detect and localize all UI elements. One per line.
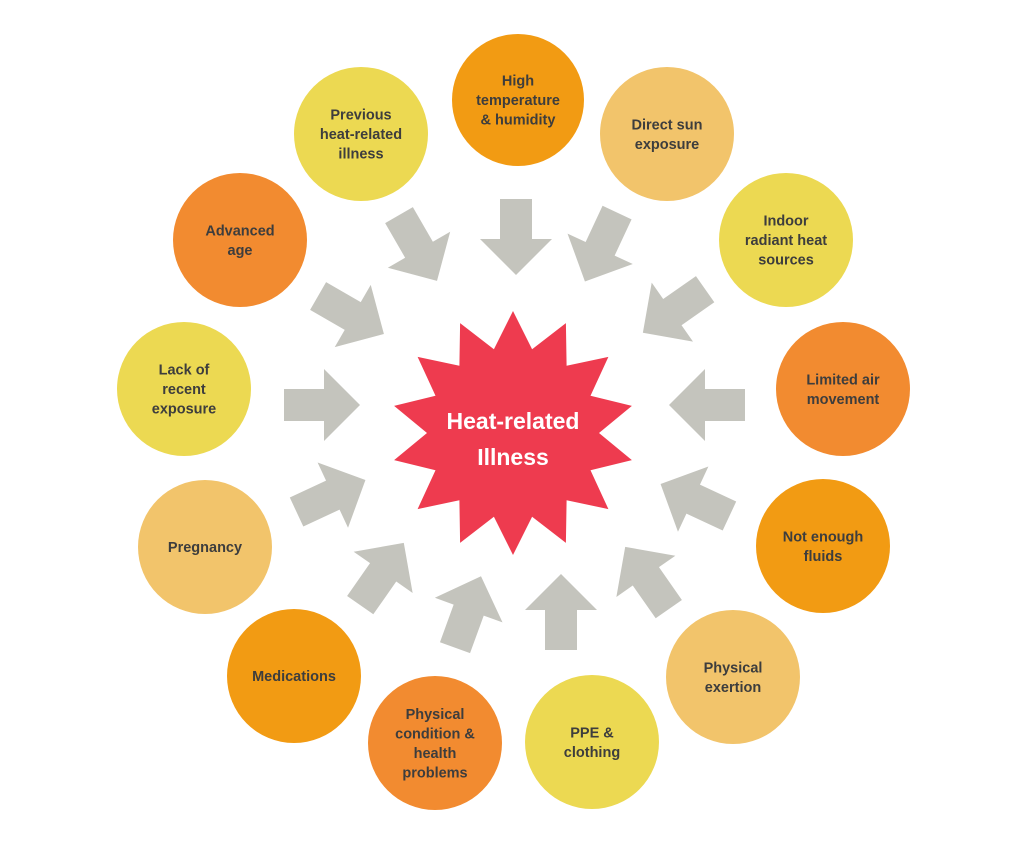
factor-pregnancy: Pregnancy — [138, 480, 272, 614]
factor-label-line: fluids — [804, 549, 843, 565]
factor-label-line: Previous — [330, 108, 391, 124]
factor-label-line: exposure — [152, 402, 216, 418]
factor-indoor-radiant-heat-sources: Indoor radiant heat sources — [719, 173, 853, 307]
factor-label-line: High — [502, 74, 534, 90]
factor-label: Physical exertion — [704, 660, 763, 696]
factor-limited-air-movement: Limited air movement — [776, 322, 910, 456]
factor-label: Pregnancy — [168, 540, 242, 556]
factor-label: Medications — [252, 669, 336, 685]
factor-label: High temperature & humidity — [476, 74, 560, 129]
factor-label-line: movement — [807, 392, 880, 408]
factor-label-line: radiant heat — [745, 233, 827, 249]
arrow-to-center-4 — [669, 369, 745, 441]
factors-layer: High temperature & humidity Direct sun expos… — [117, 34, 910, 810]
factor-label-line: Direct sun — [632, 117, 703, 133]
factor-label-line: heat-related — [320, 127, 402, 143]
factor-label-line: temperature — [476, 93, 560, 109]
factor-label: Direct sun exposure — [632, 117, 703, 153]
factor-ppe-clothing: PPE & clothing — [525, 675, 659, 809]
factor-circle — [173, 173, 307, 307]
arrow-to-center-9 — [347, 542, 413, 615]
factor-label-line: age — [228, 243, 253, 259]
factor-circle — [756, 479, 890, 613]
arrow-to-center-12 — [310, 282, 384, 348]
factor-circle — [294, 67, 428, 201]
factor-advanced-age: Advanced age — [173, 173, 307, 307]
factor-direct-sun-exposure: Direct sun exposure — [600, 67, 734, 201]
factor-label: Not enough fluids — [783, 529, 864, 565]
factor-not-enough-fluids: Not enough fluids — [756, 479, 890, 613]
factor-circle — [666, 610, 800, 744]
factor-label-line: Physical — [406, 707, 465, 723]
factor-label-line: recent — [162, 382, 206, 398]
center-label-line: Illness — [477, 444, 549, 470]
factor-label-line: health — [414, 746, 457, 762]
center-label-line: Heat-related — [447, 408, 580, 434]
factor-label-line: illness — [338, 147, 383, 163]
factor-label-line: Indoor — [763, 214, 808, 230]
factor-circle — [138, 480, 272, 614]
factor-circle — [600, 67, 734, 201]
factor-label-line: Lack of — [159, 363, 210, 379]
factor-high-temperature-humidity: High temperature & humidity — [452, 34, 584, 166]
starburst-shape — [394, 311, 632, 555]
arrow-to-center-2 — [567, 205, 633, 282]
factor-circle — [719, 173, 853, 307]
factor-physical-exertion: Physical exertion — [666, 610, 800, 744]
factor-label: PPE & clothing — [564, 725, 620, 761]
factor-label-line: PPE & — [570, 725, 614, 741]
factor-label: Previous heat-related illness — [320, 108, 402, 163]
arrow-to-center-6 — [616, 546, 682, 619]
arrow-to-center-10 — [289, 462, 366, 528]
factor-label-line: Not enough — [783, 529, 864, 545]
factor-label: Indoor radiant heat sources — [745, 214, 827, 269]
factor-circle — [452, 34, 584, 166]
factor-label-line: clothing — [564, 745, 620, 761]
factor-label-line: exposure — [635, 137, 699, 153]
factor-lack-of-recent-exposure: Lack of recent exposure — [117, 322, 251, 456]
factor-circle — [368, 676, 502, 810]
factor-circle — [227, 609, 361, 743]
factor-label: Physical condition & health problems — [395, 707, 475, 782]
factor-label-line: Physical — [704, 660, 763, 676]
factor-label-line: condition & — [395, 726, 475, 742]
factor-label: Limited air movement — [806, 372, 880, 408]
factor-circle — [776, 322, 910, 456]
arrow-to-center-8 — [434, 576, 503, 654]
factor-circle — [525, 675, 659, 809]
factor-label-line: sources — [758, 253, 814, 269]
factor-label-line: Medications — [252, 669, 336, 685]
arrows-layer — [284, 199, 745, 654]
factor-label-line: exertion — [705, 680, 761, 696]
factor-label: Lack of recent exposure — [152, 363, 216, 418]
factor-circle — [117, 322, 251, 456]
arrow-to-center-11 — [284, 369, 360, 441]
arrow-to-center-7 — [525, 574, 597, 650]
arrow-to-center-5 — [660, 466, 737, 532]
factor-label-line: & humidity — [481, 113, 556, 129]
factor-previous-heat-related-illness: Previous heat-related illness — [294, 67, 428, 201]
factor-label-line: Limited air — [806, 372, 880, 388]
factor-label-line: problems — [402, 765, 467, 781]
arrow-to-center-3 — [642, 276, 715, 342]
factor-physical-condition-health-problems: Physical condition & health problems — [368, 676, 502, 810]
factor-medications: Medications — [227, 609, 361, 743]
arrow-to-center-1 — [480, 199, 552, 275]
factor-label-line: Advanced — [205, 223, 274, 239]
factor-label: Advanced age — [205, 223, 274, 258]
arrow-to-center-13 — [385, 207, 451, 281]
factor-label-line: Pregnancy — [168, 540, 242, 556]
